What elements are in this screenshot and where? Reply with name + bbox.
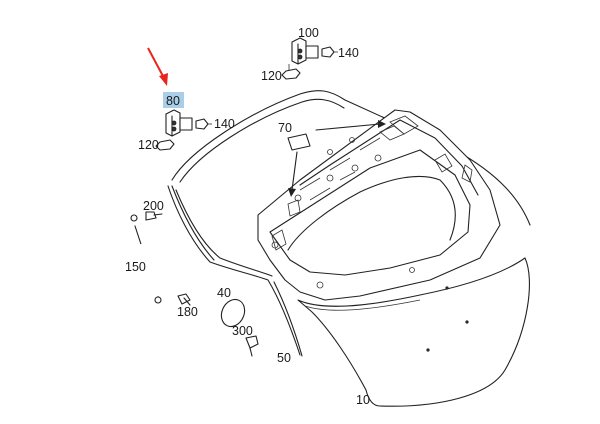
part-80-highlight[interactable] xyxy=(163,92,184,108)
label-10: 10 xyxy=(356,393,370,407)
label-120-top: 120 xyxy=(261,69,282,83)
label-80[interactable]: 80 xyxy=(166,94,180,108)
hinge-80-illustration xyxy=(155,109,212,151)
red-pointer-arrow xyxy=(147,47,168,86)
seal-50-illustration xyxy=(167,90,531,356)
clip-300 xyxy=(245,335,259,357)
tailgate-outer-panel-10[interactable] xyxy=(297,257,530,407)
label-120-mid: 120 xyxy=(138,138,159,152)
bolt-200 xyxy=(145,211,163,221)
label-140-top: 140 xyxy=(338,46,359,60)
label-40: 40 xyxy=(217,286,231,300)
cap-40 xyxy=(220,298,246,328)
label-70: 70 xyxy=(278,121,292,135)
tailgate-inner-frame-70 xyxy=(257,109,501,301)
bolt-180 xyxy=(177,293,191,306)
hinge-100-illustration xyxy=(281,37,338,80)
gas-strut-150 xyxy=(130,214,162,304)
callout-arrows-70 xyxy=(288,120,386,197)
label-180: 180 xyxy=(177,305,198,319)
label-100: 100 xyxy=(298,26,319,40)
label-150: 150 xyxy=(125,260,146,274)
label-300: 300 xyxy=(232,324,253,338)
label-50: 50 xyxy=(277,351,291,365)
glass-panel-70 xyxy=(287,133,311,151)
label-140-mid: 140 xyxy=(214,117,235,131)
label-200: 200 xyxy=(143,199,164,213)
